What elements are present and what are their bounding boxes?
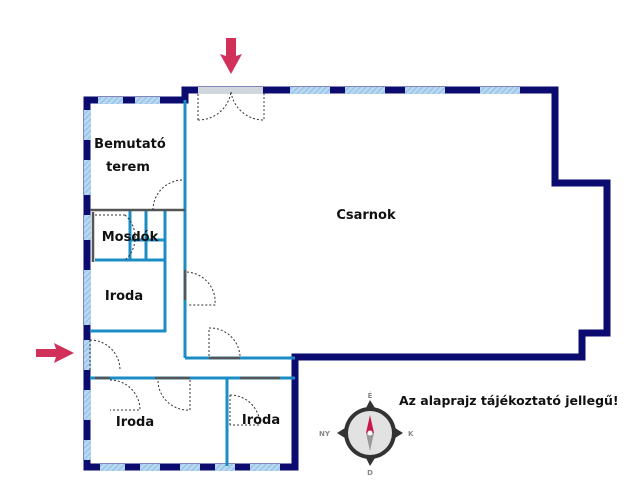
- inner-walls: [90, 100, 295, 466]
- windows: [84, 87, 520, 471]
- compass-west: NY: [319, 430, 331, 438]
- compass-icon: É D K NY: [319, 391, 414, 477]
- disclaimer-note: Az alaprajz tájékoztató jellegű!: [399, 393, 619, 408]
- door-swings: [89, 91, 265, 426]
- room-label-office-bottom-right: Iroda: [242, 413, 280, 428]
- compass-east: K: [408, 430, 414, 438]
- room-label-presentation-2: terem: [106, 160, 150, 175]
- partitions: [90, 208, 280, 380]
- compass-north: É: [368, 391, 373, 400]
- room-label-office-left: Iroda: [105, 289, 143, 304]
- room-label-restrooms: Mosdók: [102, 230, 159, 245]
- room-label-office-bottom-left: Iroda: [116, 415, 154, 430]
- outer-wall: [83, 86, 611, 471]
- entrance-arrow-top: [220, 38, 242, 74]
- entrance-arrow-left: [36, 343, 74, 363]
- room-label-presentation-1: Bemutató: [94, 137, 166, 152]
- compass-south: D: [367, 469, 373, 477]
- room-label-hall: Csarnok: [336, 208, 396, 223]
